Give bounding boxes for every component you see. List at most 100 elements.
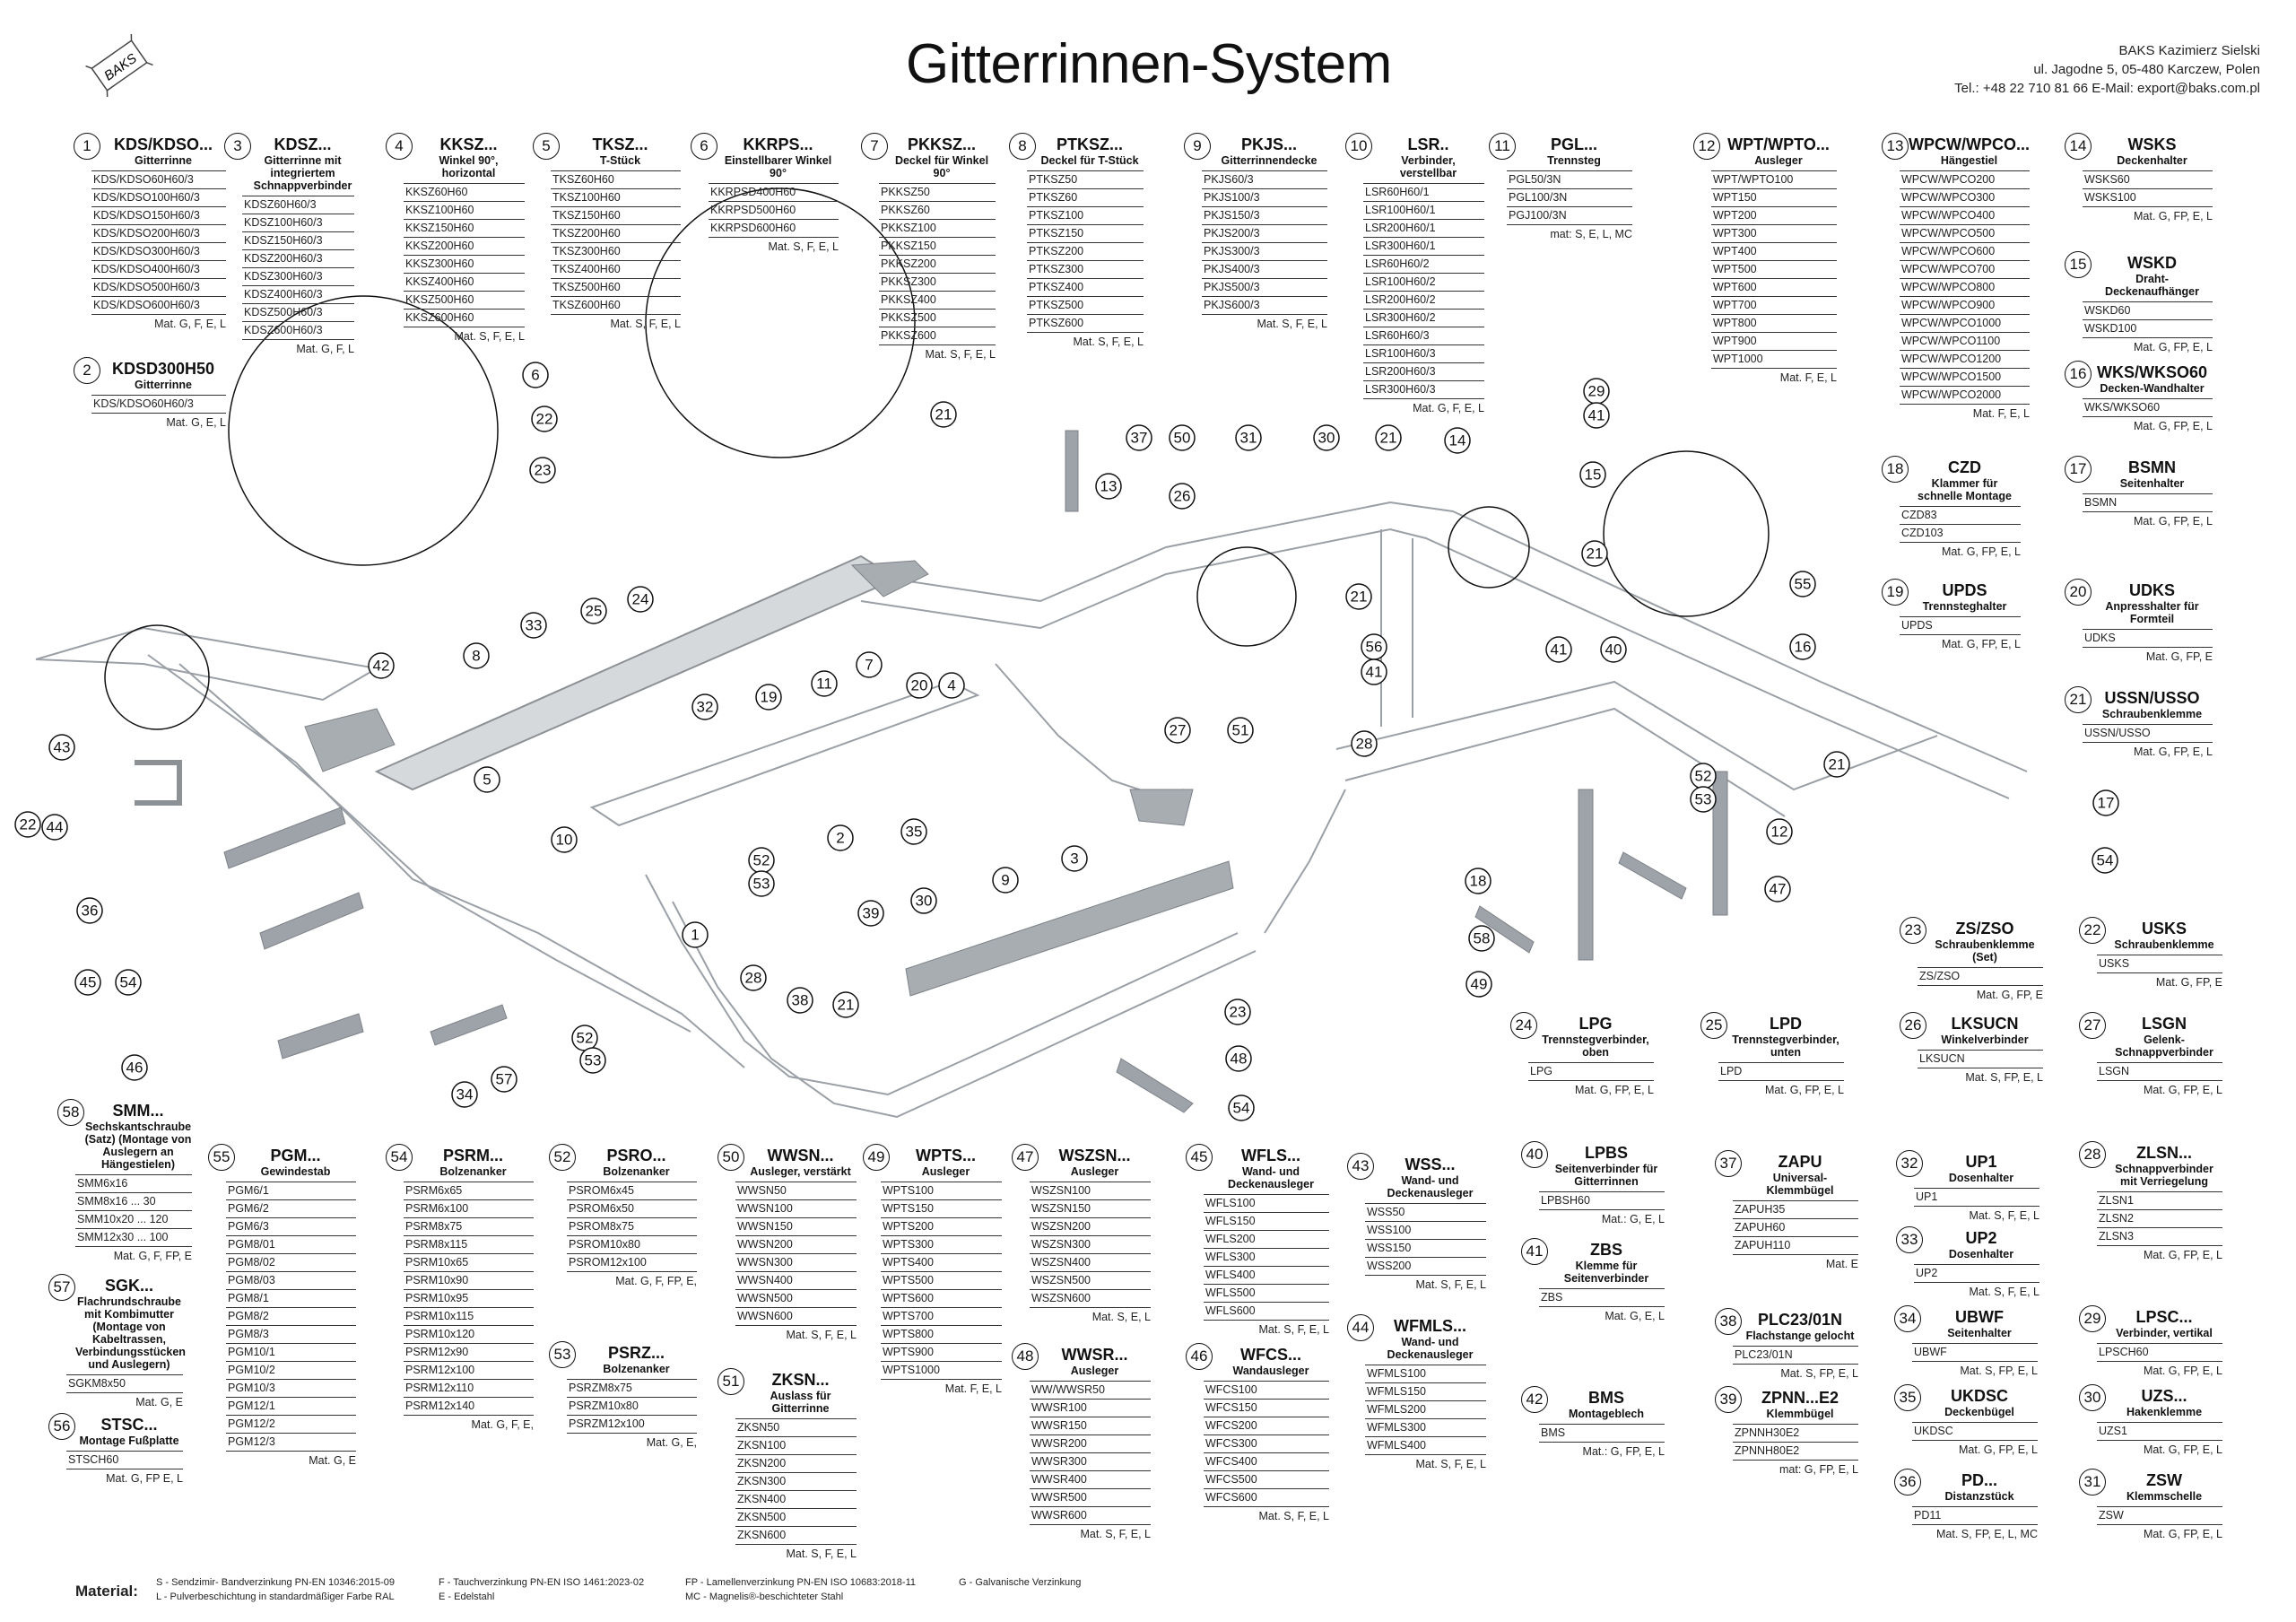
company-info: BAKS Kazimierz Sielski ul. Jagodne 5, 05… [1954, 41, 2260, 98]
callout-marker: 11 [811, 670, 838, 697]
variant-item: WPCW/WPCO700 [1900, 261, 2030, 279]
svg-text:36: 36 [82, 903, 99, 920]
variant-item: LSR200H60/3 [1363, 363, 1484, 381]
callout-marker: 2 [827, 824, 854, 851]
variant-list: SGKM8x50 [66, 1374, 183, 1393]
variant-item: PGM8/02 [226, 1254, 356, 1272]
material-spec: Mat. G, FP, E [1976, 989, 2043, 1001]
variant-item: WPTS150 [881, 1200, 1002, 1218]
svg-text:41: 41 [1366, 664, 1383, 681]
callout-marker: 13 [1095, 473, 1122, 500]
material-spec: Mat. S, F, E, L [454, 330, 526, 343]
variant-list: ZSW [2097, 1506, 2222, 1525]
material-spec: Mat. S, F, E, L [768, 240, 839, 253]
svg-text:23: 23 [1230, 1004, 1247, 1021]
variant-item: LSGN [2097, 1063, 2222, 1081]
callout-marker: 37 [1126, 424, 1152, 451]
product-code: LPD [1770, 1015, 1802, 1033]
variant-item: ZBS [1539, 1289, 1665, 1307]
product-code: ZAPU [1778, 1153, 1822, 1171]
product-description: Trennsteg [1547, 154, 1601, 167]
callout-marker: 57 [491, 1066, 517, 1093]
product-description: Klemme für Seitenverbinder [1563, 1260, 1649, 1285]
variant-item: PSROM12x100 [567, 1254, 697, 1272]
product-code: PKJS... [1240, 135, 1298, 153]
product-description: Verbinder, verstellbar [1399, 154, 1457, 179]
svg-text:27: 27 [1170, 722, 1187, 739]
variant-item: CZD103 [1900, 525, 2021, 543]
svg-text:24: 24 [632, 591, 649, 608]
item-number-badge: 53 [549, 1341, 576, 1368]
variant-item: KDSZ500H60/3 [242, 304, 354, 322]
variant-item: WFCS600 [1204, 1489, 1329, 1507]
product-description: Wand- und Deckenausleger [1387, 1174, 1474, 1199]
product-code: LPSC... [2135, 1308, 2193, 1326]
callout-marker: 32 [691, 693, 718, 720]
item-number-badge: 12 [1693, 133, 1720, 160]
variant-item: WWSN150 [735, 1218, 857, 1236]
variant-item: WPT600 [1711, 279, 1837, 297]
svg-text:4: 4 [947, 677, 955, 694]
callout-marker: 54 [1228, 1094, 1255, 1121]
variant-item: WPCW/WPCO1100 [1900, 333, 2030, 351]
product-code: ZBS [1590, 1241, 1622, 1259]
material-spec: Mat. F, E, L [1972, 407, 2030, 420]
callout-marker: 52 [1690, 763, 1717, 789]
variant-item: PGM8/1 [226, 1290, 356, 1308]
item-number-badge: 30 [2079, 1384, 2106, 1411]
material-spec: Mat.: G, E, L [1601, 1213, 1665, 1225]
product-code: ZPNN...E2 [1761, 1389, 1839, 1407]
product-code: ZLSN... [2136, 1144, 2192, 1162]
product-description: Deckel für T-Stück [1040, 154, 1139, 167]
variant-item: PSROM6x50 [567, 1200, 697, 1218]
product-code: KKRPS... [743, 135, 813, 153]
variant-item: KKRPSD500H60 [709, 202, 839, 220]
item-number-badge: 48 [1012, 1343, 1039, 1370]
callout-marker: 17 [2092, 789, 2119, 816]
product-description: Hängestiel [1940, 154, 1998, 167]
product-description: Auslass für Gitterrinne [770, 1390, 831, 1415]
product-code: ZS/ZSO [1955, 920, 2014, 937]
variant-item: PGM12/2 [226, 1416, 356, 1434]
item-number-badge: 20 [2065, 579, 2092, 606]
product-description: Seitenhalter [1947, 1327, 2012, 1339]
variant-list: LPD [1718, 1062, 1844, 1081]
variant-item: PSRM8x75 [404, 1218, 534, 1236]
product-code: UZS... [2141, 1387, 2187, 1405]
item-number-badge: 55 [208, 1144, 235, 1171]
variant-item: PKKSZ500 [879, 310, 996, 327]
variant-item: WFMLS200 [1365, 1401, 1486, 1419]
item-number-badge: 27 [2079, 1012, 2106, 1039]
svg-text:22: 22 [536, 411, 553, 428]
callout-marker: 5 [474, 766, 500, 793]
variant-item: WSZSN200 [1030, 1218, 1151, 1236]
material-spec: mat: G, FP, E, L [1779, 1463, 1858, 1476]
item-number-badge: 19 [1882, 579, 1909, 606]
product-description: Ausleger [1070, 1365, 1119, 1377]
callout-marker: 1 [682, 921, 709, 948]
product-description: Bolzenanker [603, 1165, 670, 1178]
variant-list: PLC23/01N [1733, 1346, 1858, 1365]
product-code: WFLS... [1241, 1147, 1300, 1164]
svg-text:45: 45 [80, 974, 97, 991]
product-description: Ausleger [921, 1165, 970, 1178]
legend-entry: G - Galvanische Verzinkung [959, 1577, 1082, 1588]
variant-item: PSRM10x115 [404, 1308, 534, 1326]
